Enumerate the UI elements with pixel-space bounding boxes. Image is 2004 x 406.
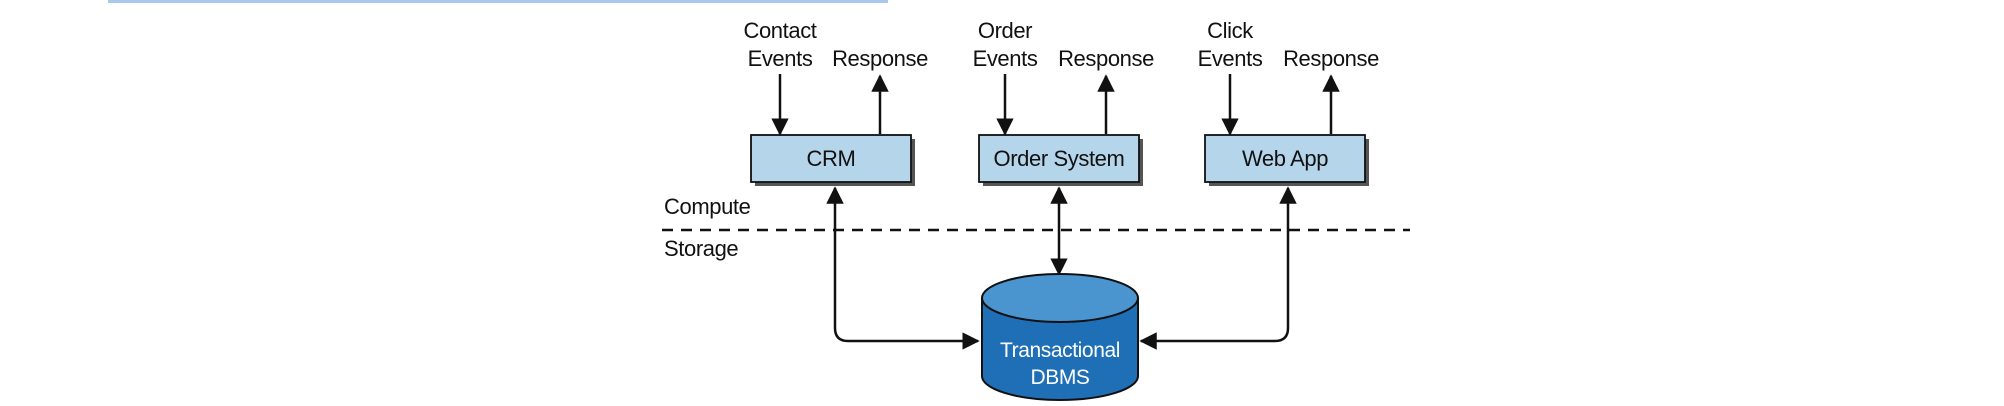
crm-input-label-line2: Events [748,46,813,71]
database-label-line1: Transactional [1000,339,1120,362]
crm-input-label-line1: Contact [743,18,816,43]
order-input-label: Order Events [973,18,1039,71]
webapp-input-label-line1: Click [1207,18,1254,43]
order-input-label-line2: Events [973,46,1038,71]
compute-label: Compute [664,194,751,219]
webapp-input-label-line2: Events [1198,46,1263,71]
top-rule [108,0,888,3]
crm-box-label: CRM [807,146,856,171]
crm-box: CRM [750,134,915,186]
webapp-output-label: Response [1283,46,1379,71]
web-app-box: Web App [1204,134,1369,186]
crm-input-label: Contact Events [743,18,817,71]
order-input-label-line1: Order [978,18,1032,43]
order-system-box-label: Order System [994,146,1125,171]
webapp-input-label: Click Events [1198,18,1264,71]
webapp-db-connector [1139,186,1297,350]
order-output-label: Response [1058,46,1154,71]
crm-output-label: Response [832,46,928,71]
web-app-box-label: Web App [1242,146,1328,171]
storage-label: Storage [664,236,738,261]
crm-db-connector [826,186,980,350]
order-system-box: Order System [978,134,1143,186]
database-icon [981,273,1139,401]
database-label-line2: DBMS [1030,366,1089,389]
